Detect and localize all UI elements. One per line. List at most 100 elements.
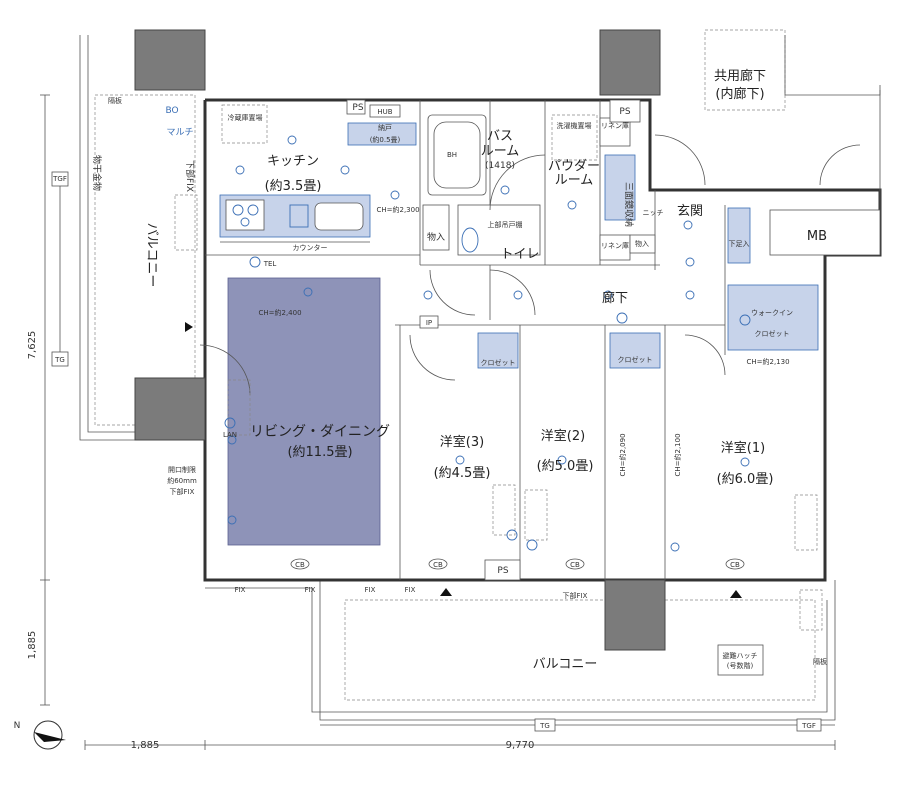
toilet-icon — [461, 227, 479, 253]
lower-fix-vertical: 下部FIX — [184, 160, 196, 192]
dim-bottom2-label: 9,770 — [506, 740, 535, 751]
toilet-box — [457, 204, 541, 256]
main-walls — [203, 85, 882, 582]
column-top-left — [134, 29, 206, 91]
column-bottom — [604, 579, 666, 651]
storage-kitchen — [422, 204, 450, 251]
tgf-label-bottom: TGF — [801, 722, 816, 730]
bedroom3-size: (約4.5畳) — [434, 466, 491, 481]
dim-bottom1-label: 1,885 — [131, 740, 160, 751]
common-corridor-label-2: (内廊下) — [715, 86, 764, 102]
storage05-label: 納戸 — [378, 123, 392, 132]
small-labels: PS PS PS HUB 納戸 (約0.5畳) 冷蔵庫置場 洗濯機置場 リネン庫… — [52, 96, 827, 730]
ps-box-kitchen — [346, 99, 366, 115]
storage05-size: (約0.5畳) — [370, 135, 401, 144]
mb-room — [769, 209, 881, 256]
bh-label: BH — [447, 151, 457, 159]
toilet-label: トイレ — [500, 247, 539, 262]
fix-label-2: FIX — [305, 586, 316, 594]
column-mid-left — [134, 377, 206, 441]
bath-size: (1418) — [485, 161, 515, 171]
escape-label: 避難ハッチ — [723, 651, 758, 660]
linen1-label: リネン庫 — [601, 121, 629, 130]
walkin-label-2: クロゼット — [755, 329, 790, 338]
north-arrow-icon — [34, 732, 66, 742]
balcony-side-label: バルコニー — [144, 223, 159, 288]
kitchen-equipment — [219, 104, 450, 251]
powder-label: パウダー — [548, 159, 600, 174]
linen-box-2 — [599, 234, 631, 261]
bo-label: BO — [165, 106, 178, 116]
ch-r1-label: CH=約2,100 — [673, 433, 682, 476]
living-size: (約11.5畳) — [287, 445, 352, 460]
north-arrow: N — [14, 720, 66, 750]
powder-label-2: ルーム — [555, 173, 594, 188]
sink-icon — [314, 202, 364, 231]
opening-limit-label-2: 約60mm — [167, 476, 197, 485]
tgf-label-left: TGF — [52, 175, 67, 183]
light-fixtures — [224, 135, 751, 552]
linen-box-1 — [599, 117, 631, 147]
upper-cabinet-label: 上部吊戸棚 — [488, 220, 523, 229]
door-swings — [174, 134, 861, 631]
dimension-labels: 7,625 1,885 1,885 9,770 — [27, 331, 534, 751]
escape-label-2: (号数階) — [727, 661, 754, 670]
laundry-rack-label: 物干金物 — [91, 155, 103, 191]
ip-tag — [419, 315, 439, 329]
storage-entrance — [629, 234, 656, 254]
tg-tag-bottom — [534, 718, 556, 732]
cb-label-2: CB — [433, 561, 443, 569]
ps-label-bottom: PS — [497, 566, 508, 576]
fix-label-1: FIX — [235, 586, 246, 594]
ip-label: IP — [426, 319, 432, 327]
closet2-box — [609, 332, 661, 369]
structural-columns — [134, 29, 666, 651]
closet2-label: クロゼット — [618, 355, 653, 364]
room-labels: キッチン (約3.5畳) リビング・ダイニング (約11.5畳) 洋室(3) (… — [144, 68, 827, 672]
storage2-label: 物入 — [635, 239, 649, 248]
cb-label-4: CB — [730, 561, 740, 569]
closet3-label: クロゼット — [481, 358, 516, 367]
storage-05 — [347, 122, 417, 146]
hall-label: 廊下 — [602, 290, 628, 306]
balcony-bottom-label: バルコニー — [533, 657, 598, 672]
ch-r2-label: CH=約2,090 — [618, 433, 627, 476]
shoe-cabinet — [727, 207, 751, 264]
escape-hatch — [717, 644, 764, 676]
tgf-tag-left — [51, 171, 69, 187]
washer-label: 洗濯機置場 — [557, 121, 592, 130]
counter-label: カウンター — [293, 243, 328, 252]
walkin-label: ウォークイン — [751, 309, 793, 317]
ch-living-label: CH=約2,400 — [258, 308, 301, 317]
mirror-label: 三面鏡収納 — [623, 182, 635, 227]
lan-label: LAN — [223, 431, 237, 439]
tg-label-bottom: TG — [539, 722, 550, 730]
kitchen-label: キッチン — [267, 154, 319, 169]
linen2-label: リネン庫 — [601, 241, 629, 250]
tg-tag-left — [51, 351, 69, 367]
north-label: N — [14, 721, 21, 731]
ch-kitchen-label: CH=約2,300 — [376, 205, 419, 214]
bedroom2-size: (約5.0畳) — [537, 459, 594, 474]
dim-left2-label: 1,885 — [27, 631, 38, 660]
tg-label-left: TG — [54, 356, 65, 364]
fix-label-4: FIX — [405, 586, 416, 594]
balcony-inner-dashed — [344, 599, 816, 701]
entry-marker-bottom2 — [730, 590, 742, 598]
shoe-label: 下足入 — [729, 240, 750, 248]
opening-limit-label-3: 下部FIX — [170, 487, 195, 496]
cb-markers — [290, 558, 745, 570]
hub-box — [369, 104, 401, 118]
entry-marker-bottom1 — [440, 588, 452, 596]
mb-label: MB — [807, 229, 827, 244]
cb-label-3: CB — [570, 561, 580, 569]
hub-label: HUB — [377, 108, 392, 116]
common-corridor-label: 共用廊下 — [714, 68, 766, 84]
living-label: リビング・ダイニング — [250, 424, 390, 440]
entry-marker-left — [185, 322, 193, 332]
wet-area-equipment — [346, 99, 819, 581]
ps-box-bottom — [484, 559, 521, 581]
vanity-box — [604, 154, 636, 221]
bedroom2-label: 洋室(2) — [541, 428, 585, 444]
